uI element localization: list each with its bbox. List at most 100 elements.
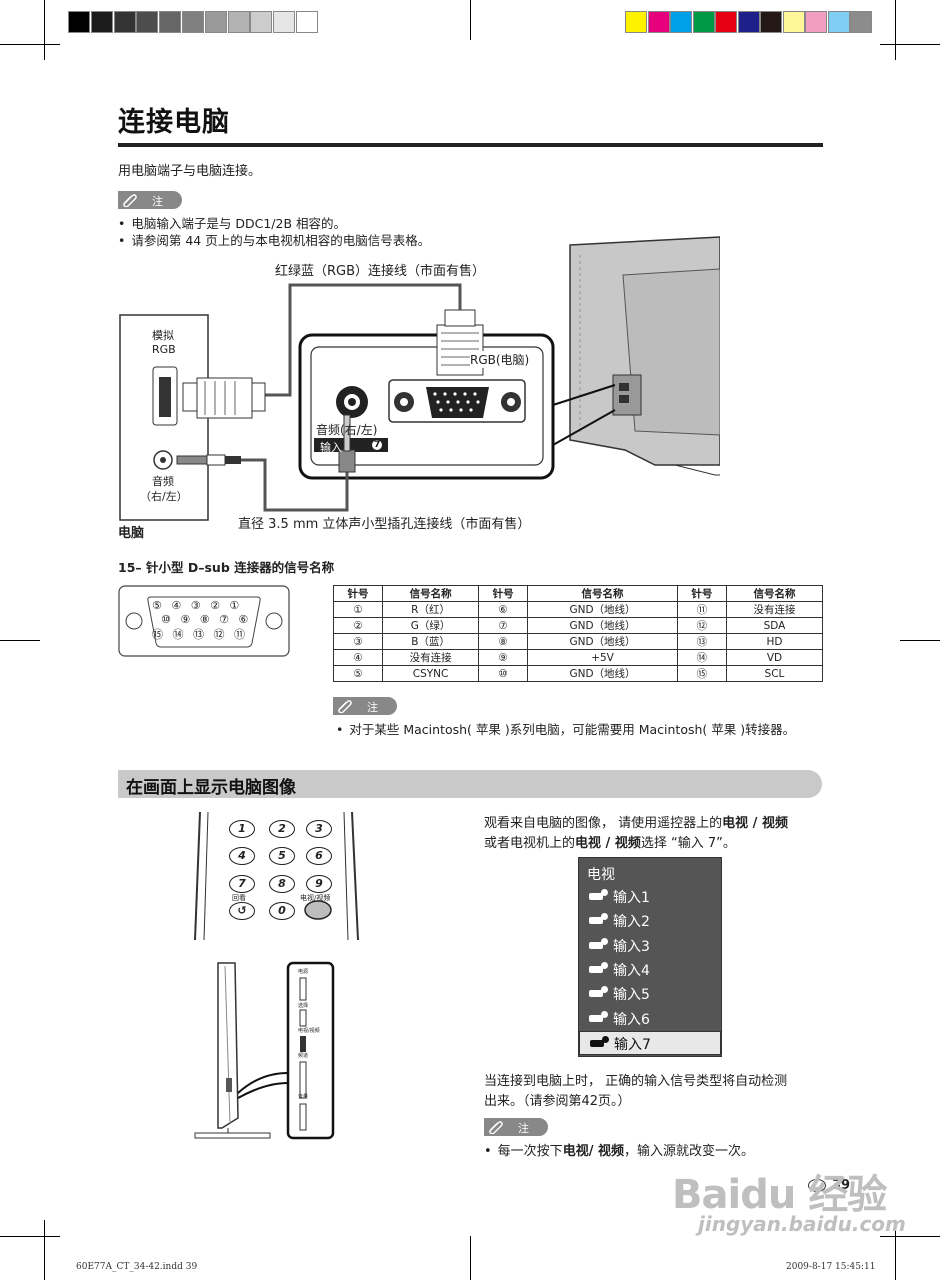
table-cell: ⑫ (676, 617, 727, 634)
color-swatch (827, 11, 850, 33)
crop-mark (0, 44, 60, 45)
gray-swatch (296, 11, 318, 33)
gray-swatch (159, 11, 182, 33)
menu-item-label: 输入7 (614, 1036, 651, 1053)
note-badge: 注 (333, 697, 397, 715)
para-bold: 电视 / 视频 (722, 816, 788, 831)
para-text: 或者电视机上的 (484, 836, 576, 851)
footer-timestamp: 2009-8-17 15:45:11 (786, 1262, 876, 1272)
table-header-cell: 针号 (332, 585, 384, 602)
color-swatch (782, 11, 805, 33)
back-key-icon: ↺ (229, 902, 255, 920)
pc-analog-label: 模拟 (152, 329, 174, 342)
color-swatch (625, 11, 647, 33)
gray-swatch (182, 11, 204, 33)
input-plug-icon (589, 937, 608, 949)
vga-port (388, 379, 526, 423)
table-cell: ⑤ (332, 665, 384, 682)
table-cell: ⑦ (478, 617, 529, 634)
gray-swatch (136, 11, 159, 33)
table-cell: ⑧ (478, 633, 529, 650)
input-plug-icon (589, 889, 608, 900)
table-cell: ③ (332, 633, 384, 650)
table-cell: B（蓝） (382, 633, 480, 650)
menu-item-input-3[interactable]: 输入3 (579, 934, 721, 958)
back-key-label: 回看 (232, 894, 246, 902)
note-badge: 注 (484, 1118, 548, 1136)
tv-side-label: 电源 (298, 969, 309, 975)
remote-control-illustration (194, 812, 359, 940)
table-cell: ④ (332, 649, 384, 666)
remote-key-3: 3 (306, 820, 332, 838)
table-cell: GND（地线） (527, 617, 678, 634)
crop-mark (44, 1220, 45, 1280)
note-item: 每一次按下电视/ 视频，输入源就改变一次。 (484, 1140, 754, 1159)
instruction-paragraph: 观看来自电脑的图像， 请使用遥控器上的电视 / 视频 或者电视机上的电视 / 视… (484, 814, 829, 854)
menu-item-input-5[interactable]: 输入5 (579, 982, 721, 1006)
table-cell: ⑨ (478, 649, 529, 666)
dsub-pin-row: ⑩ ⑨ ⑧ ⑦ ⑥ (161, 613, 252, 626)
pc-audio-lr-label: （右/左） (140, 490, 188, 503)
color-swatch (670, 11, 692, 33)
tv-side-label: 电视/视频 (298, 1028, 320, 1034)
table-header-cell: 信号名称 (382, 585, 480, 602)
tv-side-label: 选择 (298, 1003, 309, 1009)
page-number: 39 (808, 1178, 850, 1193)
tv-rear-illustration (569, 236, 720, 476)
table-cell: CSYNC (382, 665, 480, 682)
remote-key-1: 1 (229, 820, 255, 838)
menu-item-input-7[interactable]: 输入7 (579, 1030, 721, 1055)
baidu-watermark: Baidu 经验 (672, 1172, 887, 1218)
note-item: 请参阅第 44 页上的与本电视机相容的电脑信号表格。 (118, 230, 430, 249)
note-item: 电脑输入端子是与 DDC1/2B 相容的。 (118, 213, 346, 232)
remote-key-8: 8 (269, 875, 295, 893)
table-cell: ⑩ (478, 665, 529, 682)
table-cell: ⑪ (676, 601, 727, 618)
para-text: 选择 “输入 7”。 (640, 836, 736, 851)
table-cell: HD (725, 633, 824, 650)
color-swatch (692, 11, 715, 33)
crop-mark (895, 1220, 896, 1280)
tv-side-illustration (194, 961, 335, 1140)
table-cell: ⑥ (478, 601, 529, 618)
section-header: 在画面上显示电脑图像 (118, 770, 822, 798)
input-plug-icon (589, 1010, 608, 1022)
table-cell: ⑬ (676, 633, 727, 650)
crop-mark (895, 0, 896, 60)
crop-mark (470, 0, 471, 40)
remote-key-4: 4 (229, 847, 255, 865)
dsub-pin-row: ⑮ ⑭ ⑬ ⑫ ⑪ (152, 628, 248, 641)
pc-rgb-label: RGB (152, 343, 176, 356)
panel-input-label: 输入 (320, 441, 342, 454)
pc-vga-plug (182, 377, 266, 419)
table-cell: GND（地线） (527, 665, 678, 682)
gray-swatch (250, 11, 273, 33)
menu-item-input-6[interactable]: 输入6 (579, 1007, 721, 1031)
panel-rgb-label: RGB(电脑) (470, 351, 530, 368)
dsub-connector-diagram (118, 585, 290, 657)
para-text: 当连接到电脑上时， 正确的输入信号类型将自动检测 (484, 1074, 788, 1089)
para-text: 观看来自电脑的图像， 请使用遥控器上的 (484, 816, 723, 831)
note-badge: 注 (118, 191, 182, 209)
color-swatch (805, 11, 827, 33)
gray-swatch (68, 11, 90, 33)
menu-item-input-2[interactable]: 输入2 (579, 909, 721, 933)
menu-item-input-4[interactable]: 输入4 (579, 958, 721, 982)
table-cell: ⑭ (676, 649, 727, 666)
menu-item-input-1[interactable]: 输入1 (579, 885, 721, 909)
crop-mark (880, 44, 940, 45)
gray-swatch (273, 11, 296, 33)
table-cell: VD (725, 649, 824, 666)
audio-cable-label: 直径 3.5 mm 立体声小型插孔连接线（市面有售） (238, 517, 531, 532)
remote-key-0: 0 (269, 902, 295, 920)
table-cell: G（绿） (382, 617, 480, 634)
crop-mark (880, 1236, 940, 1237)
table-cell: 没有连接 (382, 649, 480, 666)
tv-video-key-label: 电视/视频 (300, 894, 331, 902)
note-item: 对于某些 Macintosh( 苹果 )系列电脑，可能需要用 Macintosh… (336, 719, 795, 738)
menu-item-label: 输入2 (613, 914, 650, 931)
page-title: 连接电脑 (118, 107, 230, 138)
